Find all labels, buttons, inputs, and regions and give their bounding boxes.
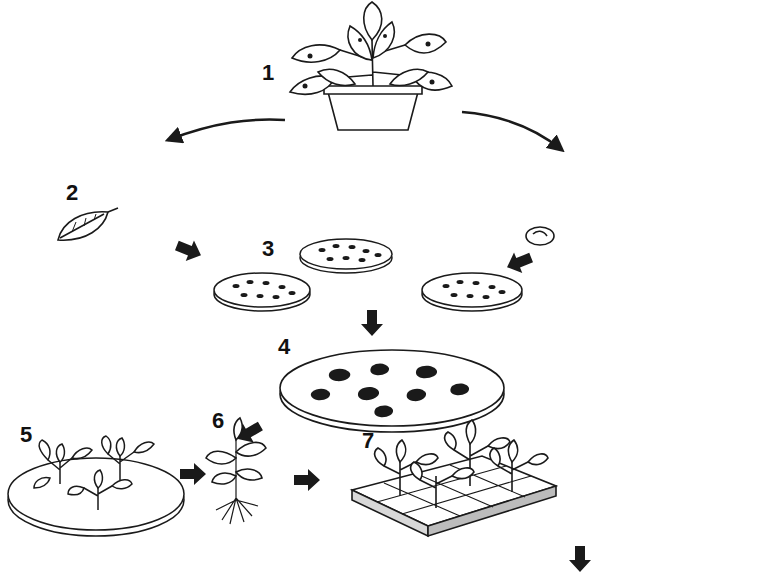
callus-dish bbox=[280, 350, 504, 432]
process-arrow bbox=[569, 546, 591, 572]
plant-tray bbox=[352, 420, 556, 536]
callout-number: 6 bbox=[212, 410, 224, 432]
callout-number: 2 bbox=[66, 182, 78, 204]
process-arrow bbox=[173, 235, 205, 265]
curved-arrow bbox=[462, 112, 562, 150]
callout-number: 4 bbox=[278, 336, 290, 358]
process-arrow bbox=[294, 469, 320, 491]
leaf-explant bbox=[58, 208, 118, 240]
potted-plant bbox=[290, 2, 452, 130]
process-arrow bbox=[361, 310, 383, 336]
plantlet-dish bbox=[8, 436, 184, 536]
callout-number: 5 bbox=[20, 424, 32, 446]
callout-number: 7 bbox=[362, 430, 374, 452]
petri-dishes bbox=[214, 239, 522, 311]
process-arrow bbox=[180, 463, 206, 485]
callout-number: 3 bbox=[262, 238, 274, 260]
rooted-plantlet bbox=[206, 418, 266, 524]
callout-number: 1 bbox=[262, 62, 274, 84]
stem-explant bbox=[526, 227, 554, 245]
process-arrow bbox=[503, 247, 535, 277]
curved-arrow bbox=[168, 120, 285, 140]
